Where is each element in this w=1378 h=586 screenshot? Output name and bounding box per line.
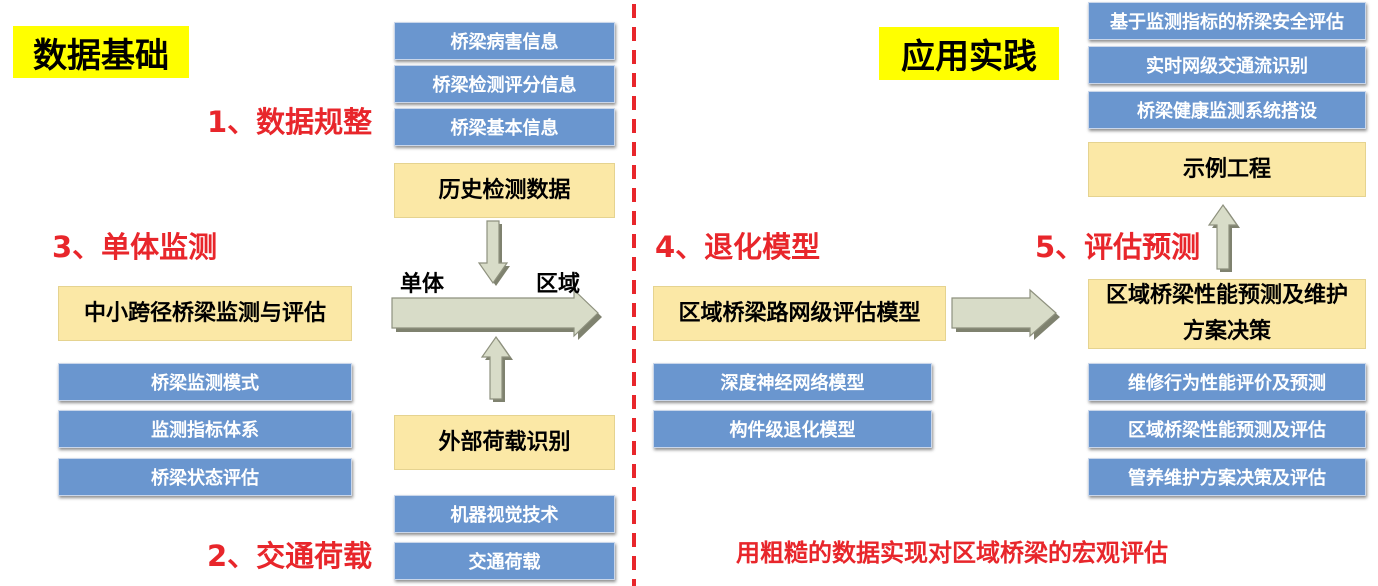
item-component-degradation: 构件级退化模型 [653, 410, 932, 448]
item-traffic-load: 交通荷载 [394, 542, 615, 580]
box-network-assessment-model: 区域桥梁路网级评估模型 [653, 286, 946, 341]
item-health-monitoring-system: 桥梁健康监测系统搭设 [1088, 91, 1366, 129]
section-title-data-foundation: 数据基础 [13, 26, 189, 78]
label-traffic-load: 2、交通荷载 [207, 539, 373, 573]
item-deep-neural-network: 深度神经网络模型 [653, 363, 932, 401]
box-history-inspection-data: 历史检测数据 [394, 163, 615, 218]
section-title-application: 应用实践 [879, 27, 1059, 80]
item-monitoring-index-system: 监测指标体系 [58, 410, 352, 448]
label-single-monitoring: 3、单体监测 [52, 230, 218, 264]
arrow-label-region: 区域 [536, 272, 581, 297]
item-bridge-inspection-score: 桥梁检测评分信息 [394, 65, 615, 103]
label-degradation-model: 4、退化模型 [655, 230, 821, 264]
item-realtime-traffic-identification: 实时网级交通流识别 [1088, 46, 1366, 84]
item-bridge-monitoring-mode: 桥梁监测模式 [58, 363, 352, 401]
box-performance-prediction-decision: 区域桥梁性能预测及维护方案决策 [1088, 279, 1366, 349]
box-external-load-identification: 外部荷载识别 [394, 415, 615, 470]
item-bridge-state-assessment: 桥梁状态评估 [58, 458, 352, 496]
item-bridge-basic-info: 桥梁基本信息 [394, 108, 615, 146]
item-regional-performance-prediction: 区域桥梁性能预测及评估 [1088, 410, 1366, 448]
single-to-region-arrow [391, 288, 602, 340]
dashed-divider [632, 4, 636, 586]
down-arrow-history [477, 220, 510, 286]
up-arrow-demo [1207, 203, 1240, 272]
box-demo-project: 示例工程 [1088, 142, 1366, 197]
item-maintenance-performance-evaluation: 维修行为性能评价及预测 [1088, 363, 1366, 401]
item-bridge-defect-info: 桥梁病害信息 [394, 22, 615, 60]
item-machine-vision: 机器视觉技术 [394, 495, 615, 533]
label-data-standard: 1、数据规整 [207, 105, 373, 139]
label-assessment-prediction: 5、评估预测 [1035, 230, 1201, 264]
arrow-label-single: 单体 [400, 272, 445, 297]
model-to-prediction-arrow [951, 288, 1060, 340]
up-arrow-external-load [480, 335, 513, 402]
item-monitoring-safety-assessment: 基于监测指标的桥梁安全评估 [1088, 2, 1366, 40]
box-small-span-monitoring: 中小跨径桥梁监测与评估 [58, 286, 352, 341]
item-maintenance-plan-decision: 管养维护方案决策及评估 [1088, 458, 1366, 496]
footer-note: 用粗糙的数据实现对区域桥梁的宏观评估 [736, 539, 1168, 567]
